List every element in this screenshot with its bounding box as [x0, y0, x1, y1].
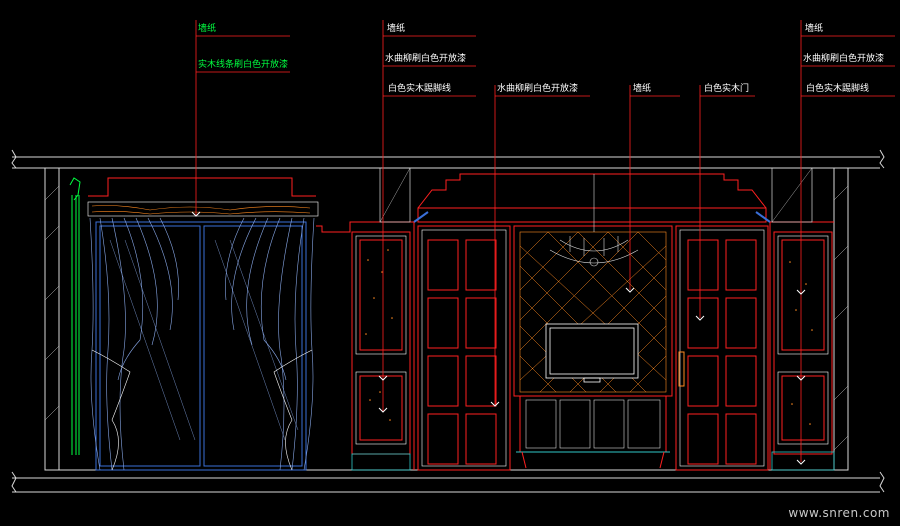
annotation-label: 水曲柳刷白色开放漆: [803, 54, 885, 64]
right-door: [675, 225, 769, 471]
annotation-label: 墙纸: [387, 24, 406, 34]
left-door-panels: [417, 225, 511, 471]
panel-texture: [365, 249, 813, 425]
wall-hatch: [44, 185, 849, 451]
right-curtain: [225, 217, 315, 471]
side-walls: [44, 167, 849, 471]
annotation-label: 白色实木踢脚线: [388, 84, 452, 94]
chandelier: [549, 174, 639, 267]
left-green-trim: [69, 177, 81, 455]
ceiling-slab: [11, 149, 885, 169]
left-curtain: [89, 217, 179, 471]
television: [545, 323, 639, 383]
annotation-label: 实木线条刷白色开放漆: [198, 60, 289, 70]
floor-slab: [11, 469, 885, 493]
annotation-label: 墙纸: [633, 84, 652, 94]
right-side-panel: [771, 231, 835, 471]
ceiling-columns: [379, 167, 813, 223]
crown-molding: [417, 173, 767, 223]
leader-arrows: [191, 211, 806, 465]
tv-console: [516, 395, 670, 469]
annotation-label: 墙纸: [805, 24, 824, 34]
watermark-text: www.snren.com: [788, 506, 890, 520]
curtain-pelmet: [87, 177, 319, 217]
annotation-label: 水曲柳刷白色开放漆: [497, 84, 579, 94]
annotation-label: 白色实木踢脚线: [806, 84, 870, 94]
annotation-label: 墙纸: [198, 24, 217, 34]
annotation-label: 白色实木门: [704, 84, 750, 94]
annotation-label: 水曲柳刷白色开放漆: [385, 54, 467, 64]
left-side-panel: [351, 231, 411, 471]
leader-lines: [195, 20, 895, 462]
crown-blue-corners: [413, 211, 771, 223]
glass-door: [95, 221, 307, 471]
